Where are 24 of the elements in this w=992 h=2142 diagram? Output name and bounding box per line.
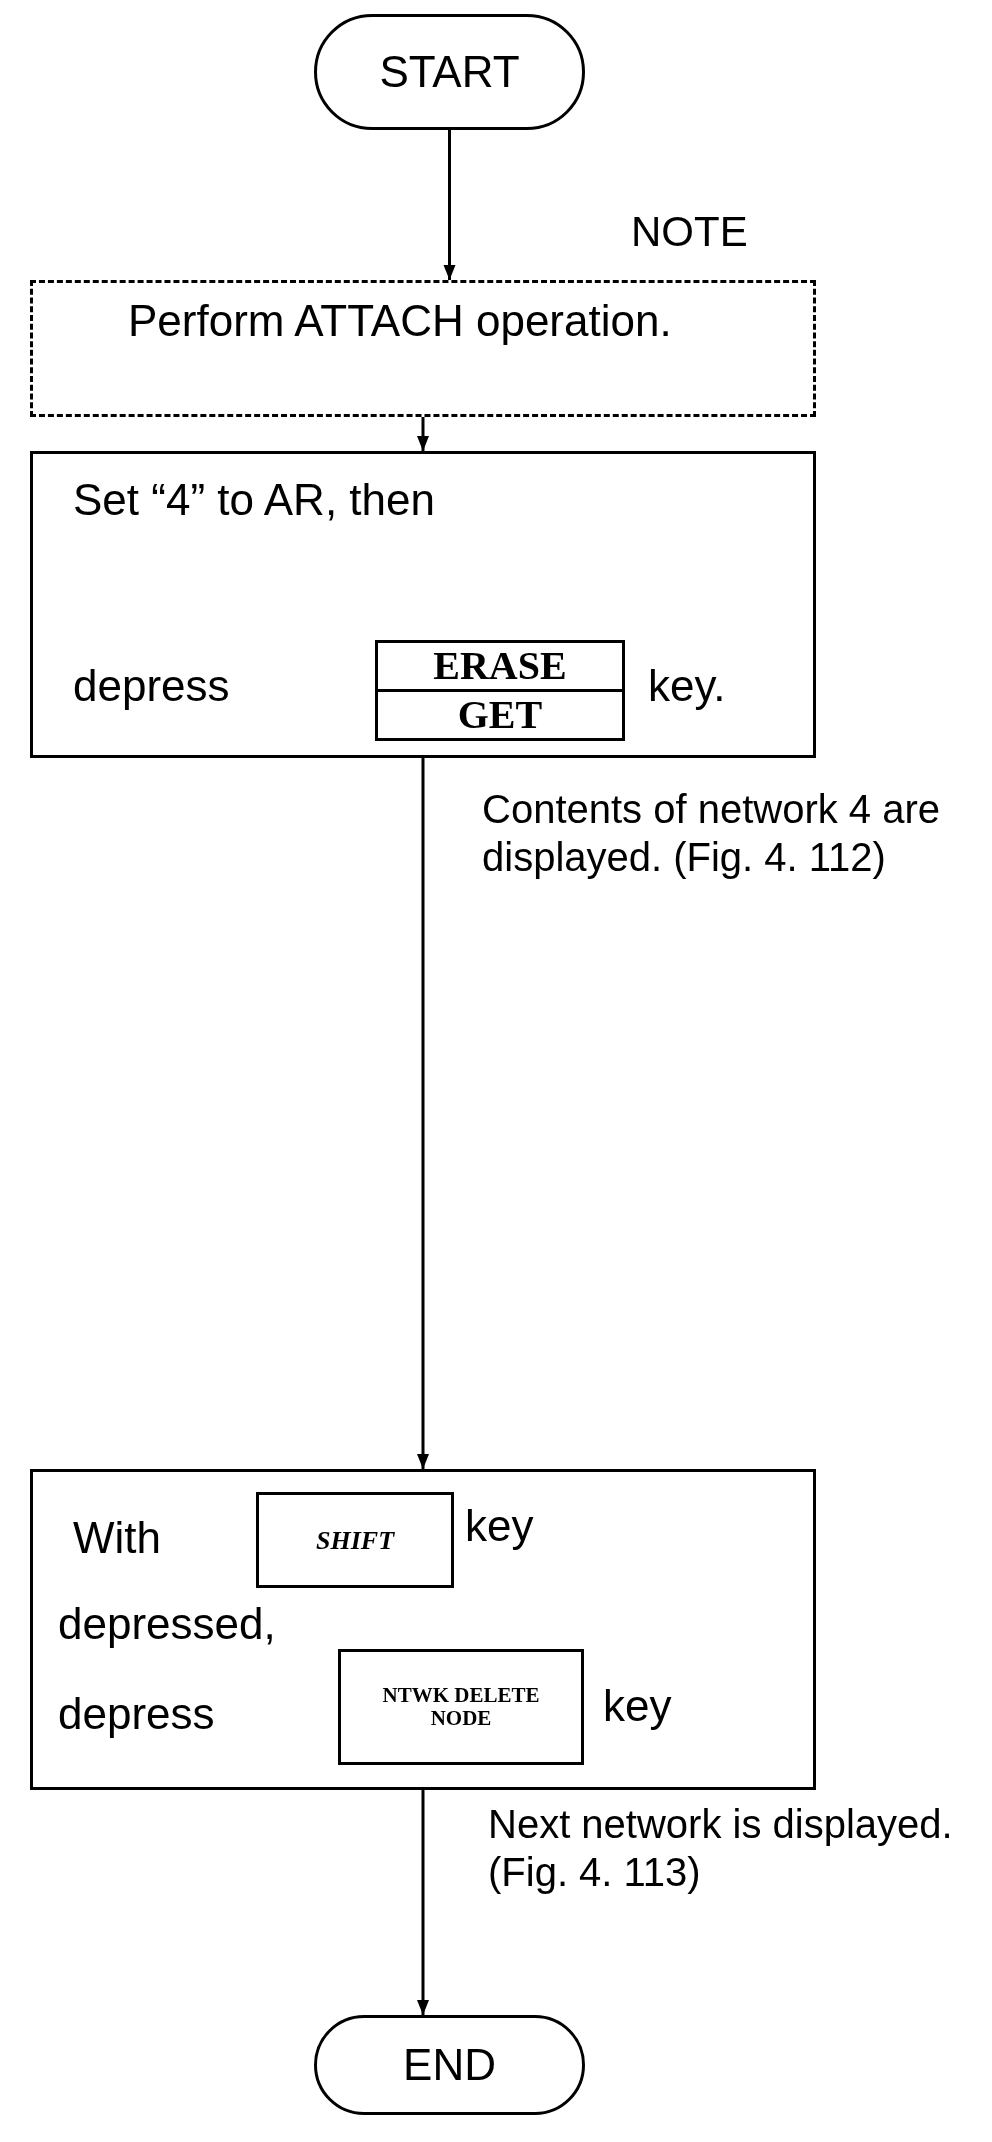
box-text: key	[603, 1682, 672, 1731]
process-box	[30, 451, 816, 758]
dashed-process-box	[30, 280, 816, 417]
note-text: NOTE	[631, 207, 748, 257]
box-text: With	[73, 1514, 161, 1563]
box-text: Perform ATTACH operation.	[128, 297, 673, 346]
key-cap: SHIFT	[256, 1492, 454, 1588]
box-text: depressed,	[58, 1600, 276, 1649]
arrow	[417, 417, 429, 451]
terminal-shape: START	[314, 14, 585, 130]
box-text: depress	[73, 662, 230, 711]
arrow	[417, 1790, 429, 2015]
arrow	[443, 130, 456, 280]
annotation-text: Contents of network 4 are displayed. (Fig. 4. 112)	[482, 786, 942, 881]
box-text: Set “4” to AR, then	[73, 476, 435, 525]
annotation-text: Next network is displayed. (Fig. 4. 113)	[488, 1801, 954, 1896]
box-text: key	[465, 1502, 534, 1551]
key-cap: NTWK DELETE NODE	[338, 1649, 584, 1765]
key-cap: ERASE GET	[375, 640, 625, 741]
arrow	[417, 758, 429, 1469]
box-text: key.	[648, 662, 726, 711]
process-box	[30, 1469, 816, 1790]
terminal-shape: END	[314, 2015, 585, 2115]
box-text: depress	[58, 1690, 215, 1739]
